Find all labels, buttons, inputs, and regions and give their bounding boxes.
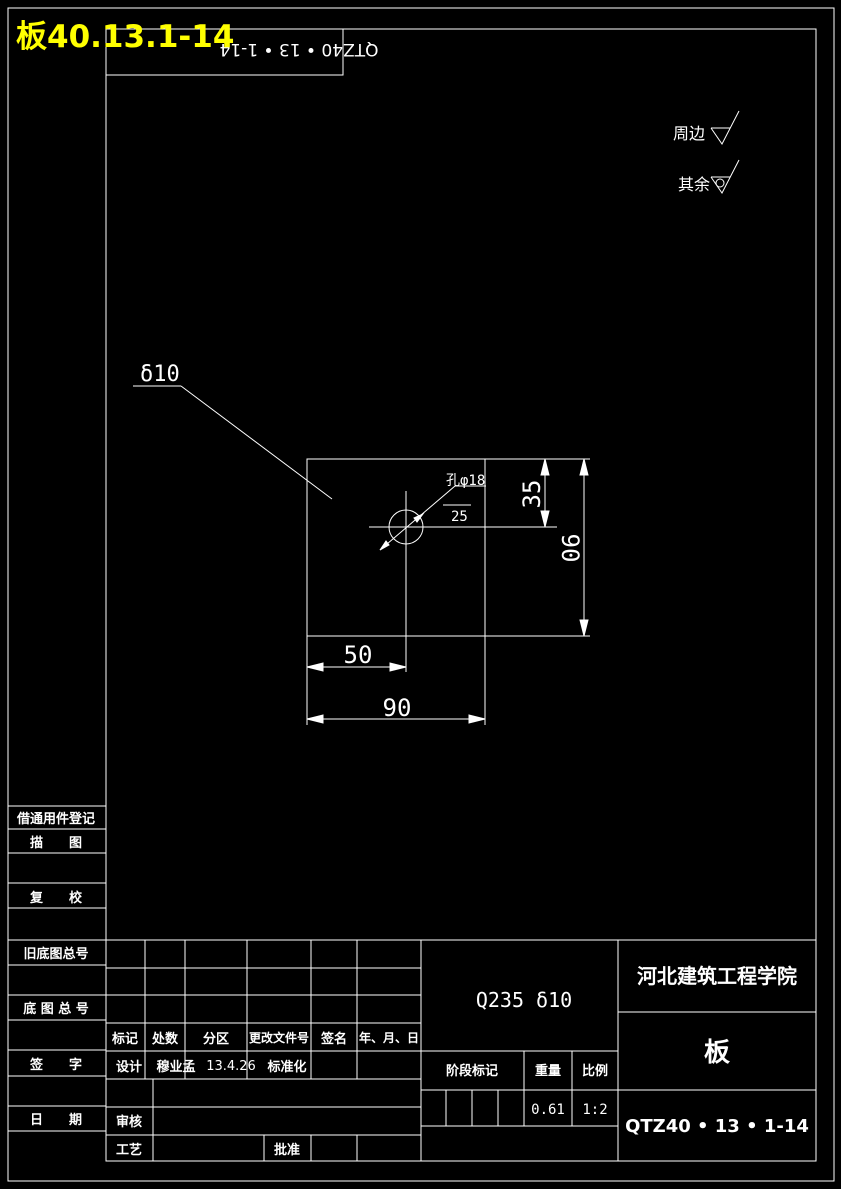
process-label: 工艺 (116, 1142, 142, 1158)
col-date: 年、月、日 (359, 1030, 419, 1045)
base-no-label: 底 图 总 号 (23, 1001, 89, 1017)
roughness-other-label: 其余 (678, 175, 710, 194)
check-label: 复 校 (29, 890, 83, 906)
date-label: 日 期 (30, 1113, 82, 1128)
standardize-label: 标准化 (266, 1059, 306, 1075)
hole-roughness-triangle (451, 490, 471, 505)
drawing-number: QTZ40 • 13 • 1-14 (625, 1116, 809, 1137)
scale-value: 1:2 (582, 1102, 607, 1118)
left-register-column (8, 805, 106, 1132)
hole-roughness-text: 25 (451, 509, 468, 525)
col-count: 处数 (151, 1031, 179, 1047)
material-text: Q235 δ10 (476, 988, 572, 1012)
hole-callout-text: 孔φ18 (446, 473, 485, 489)
approve-label: 批准 (274, 1142, 300, 1158)
weight-value: 0.61 (531, 1102, 565, 1118)
weight-label: 重量 (535, 1063, 561, 1079)
stamp-box (105, 28, 344, 76)
roughness-around-symbol (710, 110, 740, 145)
thickness-leader-text: δ10 (140, 362, 180, 387)
institution-name: 河北建筑工程学院 (637, 964, 797, 988)
stage-mark-label: 阶段标记 (446, 1063, 498, 1079)
signature-label: 签 字 (29, 1057, 82, 1073)
overlay-title: 板40.13.1-14 (16, 19, 234, 55)
tracing-label: 描 图 (30, 835, 82, 851)
review-label: 审核 (116, 1114, 142, 1130)
col-sign: 签名 (320, 1031, 347, 1047)
dim-90h-text: 90 (383, 694, 412, 722)
part-name: 板 (704, 1038, 730, 1068)
stamp-mirrored-text: QTZ40 • 13 • 1-14 (220, 39, 379, 59)
designer-name: 穆业孟 (156, 1059, 195, 1075)
scale-label: 比例 (582, 1063, 608, 1079)
design-label: 设计 (116, 1059, 142, 1075)
dim-90v-text: 90 (556, 534, 584, 563)
inner-frame (105, 28, 817, 1162)
old-base-no-label: 旧底图总号 (23, 946, 88, 962)
plate-outline (306, 458, 486, 637)
dim-50-text: 50 (344, 641, 373, 669)
roughness-other-symbol (710, 159, 740, 194)
title-block-grid (106, 939, 816, 1161)
outer-frame (7, 7, 835, 1182)
thickness-leader-line (180, 385, 333, 500)
col-zone: 分区 (203, 1031, 229, 1047)
dim-35-text: 35 (518, 480, 546, 509)
borrowed-register-label: 借通用件登记 (16, 811, 95, 827)
design-date: 13.4.26 (206, 1059, 256, 1074)
roughness-around-label: 周边 (673, 124, 705, 143)
col-mark: 标记 (111, 1031, 138, 1047)
col-change-doc: 更改文件号 (249, 1030, 309, 1045)
